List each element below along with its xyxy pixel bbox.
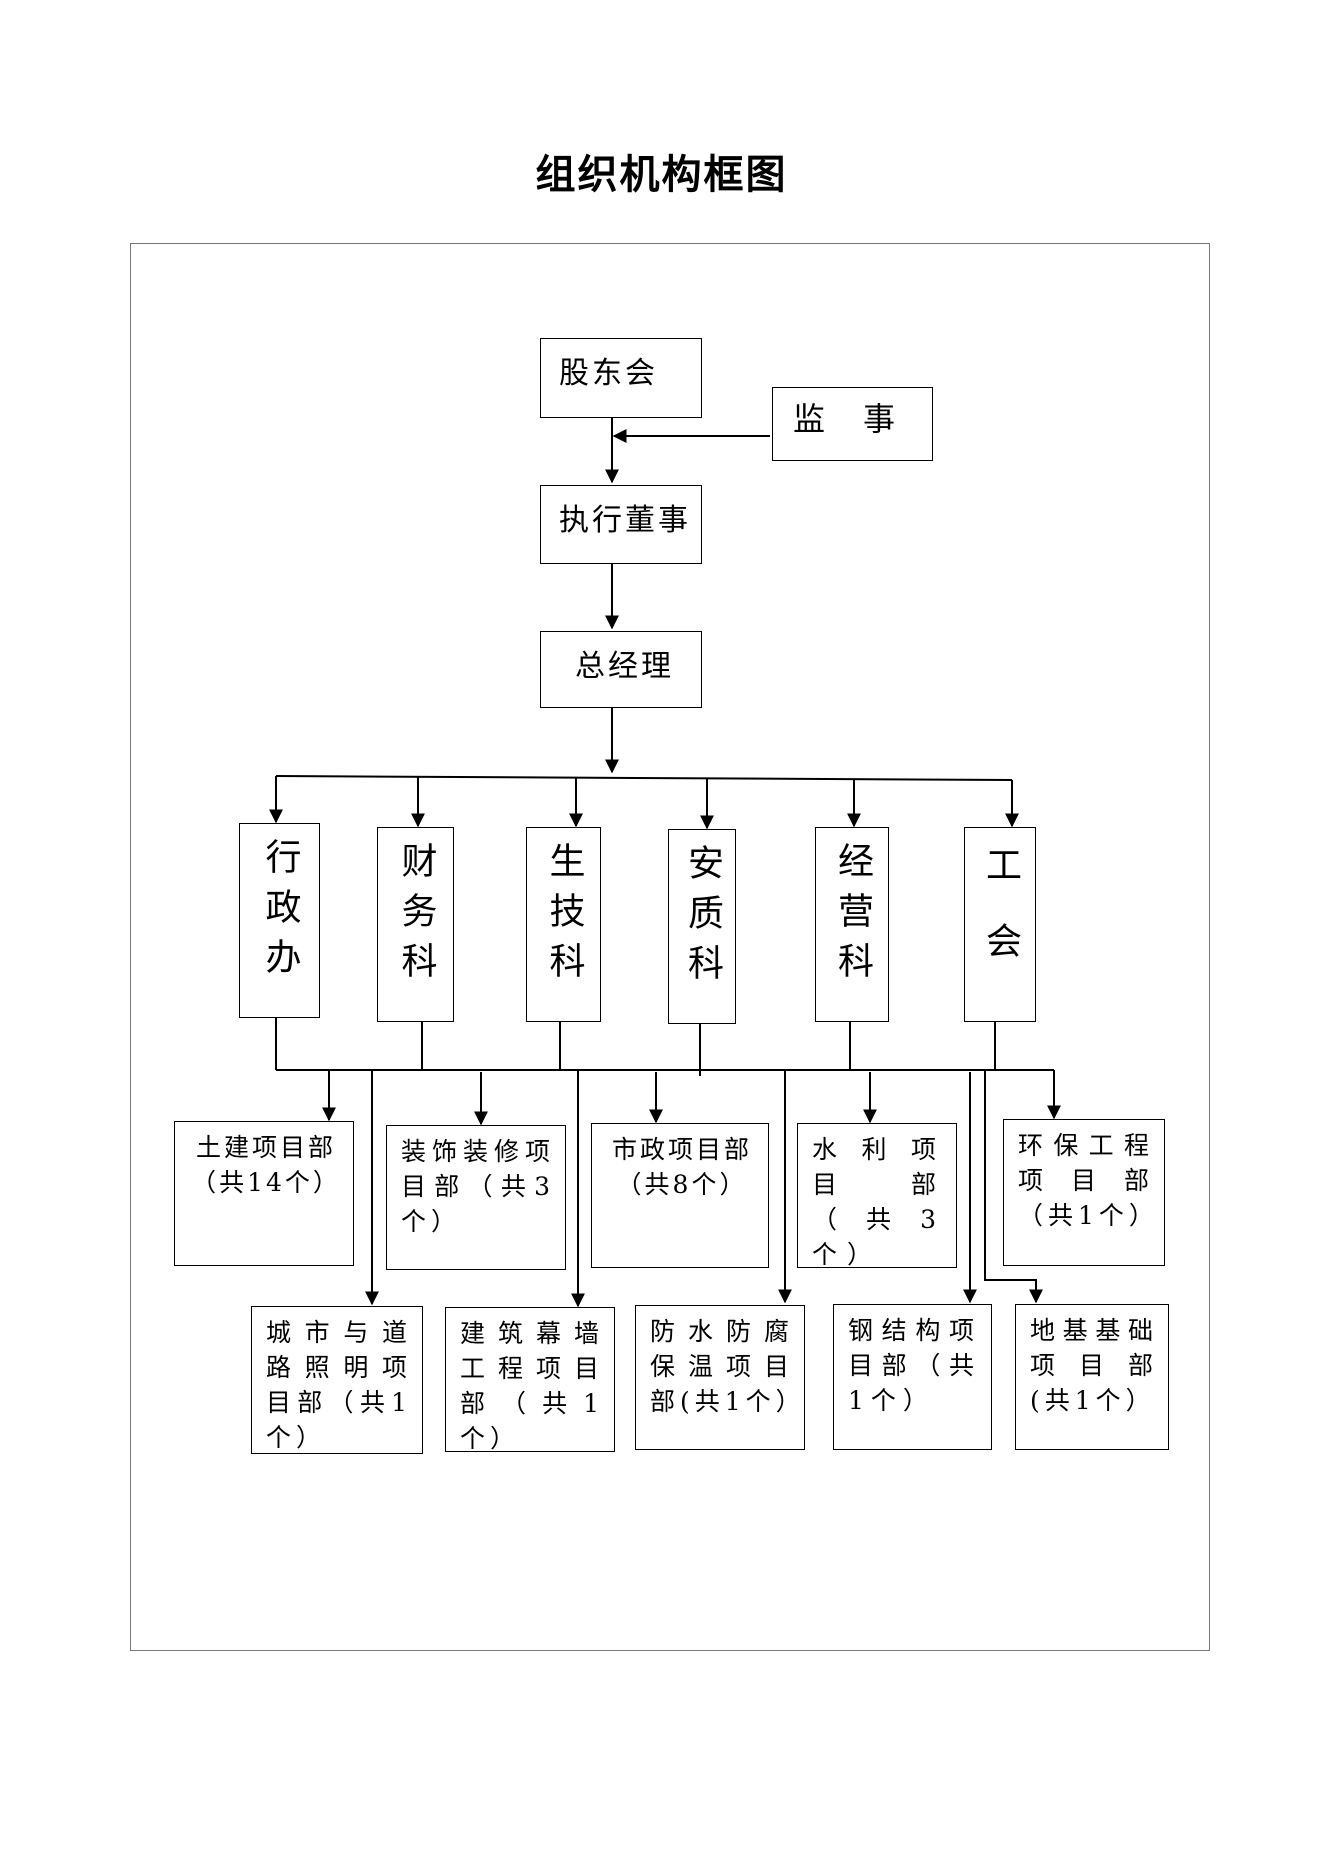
project-decoration: 装饰装修项目部（共3个） (386, 1125, 566, 1270)
project-water-conservancy: 水利项目部（共3个） (797, 1123, 957, 1269)
project-label: 土建项目部（共14个） (191, 1133, 341, 1197)
project-steel-structure: 钢结构项目部（共1个） (833, 1304, 992, 1450)
shareholders-box: 股东会 (540, 338, 702, 418)
department-business: 经营科 (815, 827, 889, 1022)
project-urban-road-lighting: 城市与道路照明项目部（共1个） (251, 1306, 423, 1454)
supervisor-box: 监 事 (772, 387, 933, 461)
project-label: 地基基础项目部(共1个） (1030, 1316, 1158, 1415)
project-label: 建筑幕墙工程项目部（共1个） (460, 1319, 604, 1453)
project-label: 环保工程项目部（共1个） (1018, 1131, 1159, 1230)
project-label: 水利项目部（共3个） (812, 1135, 946, 1269)
department-finance: 财务科 (377, 827, 454, 1022)
department-label: 生技科 (543, 842, 585, 992)
department-safety-quality: 安质科 (668, 829, 736, 1024)
project-label: 装饰装修项目部（共3个） (401, 1137, 555, 1236)
shareholders-label: 股东会 (559, 356, 658, 391)
project-waterproof-anticorrosion: 防水防腐保温项目部(共1个） (635, 1305, 805, 1450)
department-label: 安质科 (682, 844, 723, 994)
diagram-frame (130, 243, 1210, 1651)
department-label: 财务科 (395, 842, 437, 992)
executive-director-label: 执行董事 (559, 503, 691, 538)
page-title: 组织机构框图 (535, 152, 788, 198)
executive-director-box: 执行董事 (540, 485, 702, 564)
supervisor-label: 监 事 (793, 400, 899, 438)
department-label: 行政办 (259, 838, 301, 988)
project-label: 市政项目部（共8个） (611, 1135, 752, 1199)
department-production-technology: 生技科 (526, 827, 601, 1022)
general-manager-box: 总经理 (540, 631, 702, 708)
project-label: 钢结构项目部（共1个） (848, 1316, 981, 1415)
department-bus (275, 775, 1013, 781)
project-foundation: 地基基础项目部(共1个） (1015, 1304, 1169, 1450)
project-curtain-wall: 建筑幕墙工程项目部（共1个） (445, 1307, 615, 1453)
department-trade-union: 工会 (964, 827, 1036, 1022)
project-environmental: 环保工程项目部（共1个） (1003, 1119, 1165, 1266)
department-label: 经营科 (832, 842, 873, 992)
department-admin-office: 行政办 (239, 823, 320, 1018)
project-label: 防水防腐保温项目部(共1个） (650, 1317, 806, 1416)
department-label: 工会 (980, 846, 1021, 998)
general-manager-label: 总经理 (575, 649, 674, 684)
project-civil-construction: 土建项目部（共14个） (174, 1121, 354, 1266)
project-municipal: 市政项目部（共8个） (591, 1123, 769, 1268)
project-label: 城市与道路照明项目部（共1个） (266, 1318, 412, 1452)
